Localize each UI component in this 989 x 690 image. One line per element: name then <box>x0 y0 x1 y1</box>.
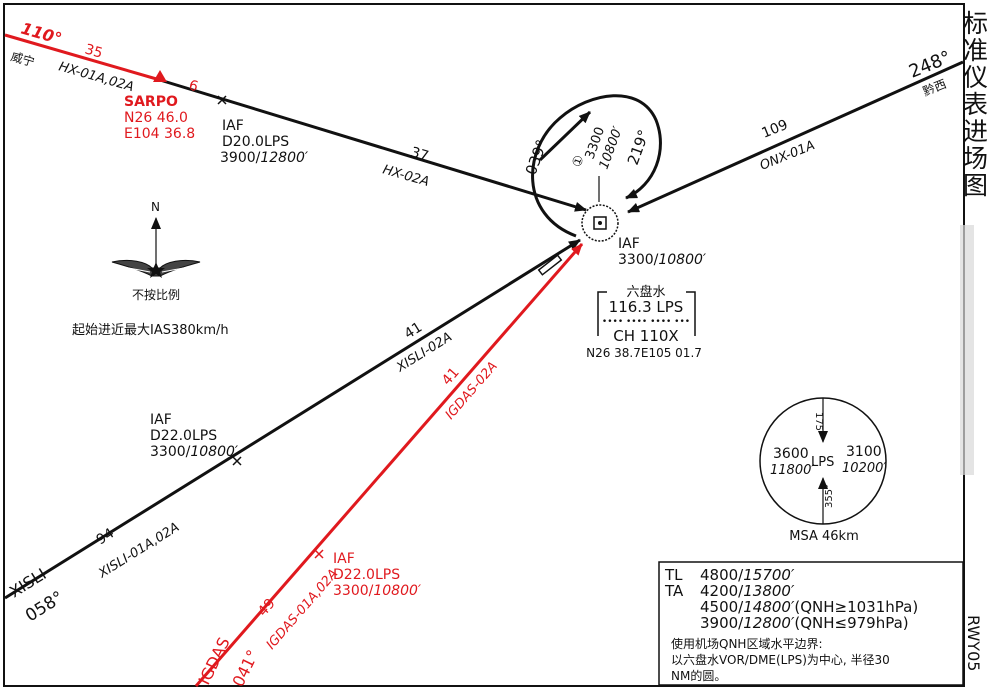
iaf-xisli-alt: 3300/10800′ <box>150 444 239 460</box>
scale-note: 不按比例 <box>132 288 180 302</box>
iaf-hx-label: IAF <box>222 118 244 134</box>
vor-center-dot <box>598 221 602 225</box>
hx-dist-iaf: 37 <box>409 144 431 164</box>
hx-dist-outer: 35 <box>83 41 105 61</box>
igdas-route-line <box>194 243 584 687</box>
xisli-route-line <box>4 238 581 600</box>
onx-route-name: ONX-01A <box>758 138 817 174</box>
hx-bearing: 110° <box>19 19 64 49</box>
holding-inbound-arrow <box>538 110 592 162</box>
iaf-xisli-cross-icon <box>232 456 242 466</box>
msa-right-ft: 10200′ <box>842 461 886 476</box>
chart-side-title: 标准仪表进场图 <box>960 10 989 199</box>
holding-pattern <box>531 94 662 238</box>
hx-route-line <box>159 78 587 212</box>
hx-town: 威宁 <box>9 48 36 69</box>
msa-center: LPS <box>811 455 834 470</box>
holding-turn-marker: ① <box>570 153 588 169</box>
iaf-hx-alt: 3900/12800′ <box>220 150 309 166</box>
qnh-note-1: 使用机场QNH区域水平边界: <box>671 636 823 651</box>
qnh-note-2: 以六盘水VOR/DME(LPS)为中心, 半径30 <box>671 652 890 667</box>
qnh-note-3: NM的圆。 <box>671 668 726 683</box>
transition-box <box>658 561 964 686</box>
ias-note: 起始进近最大IAS380km/h <box>72 323 229 338</box>
navaid-coordinate: N26 38.7E105 01.7 <box>586 346 702 360</box>
iaf-xisli-label: IAF <box>150 412 172 428</box>
ta-label: TA <box>664 582 684 600</box>
msa-right-alt: 3100 <box>846 444 882 460</box>
onx-dist: 109 <box>760 117 791 142</box>
navaid-morse: •••• •••• •••• ••• <box>602 317 690 327</box>
sarpo-triangle-icon <box>153 70 167 82</box>
holding-outbound-course: 219° <box>624 127 653 167</box>
sarpo-lon: E104 36.8 <box>124 126 195 142</box>
runway-label: RWY05 <box>964 615 983 671</box>
navaid-channel: CH 110X <box>613 327 678 345</box>
navaid-box-bracket-right <box>686 291 696 336</box>
msa-label: MSA 46km <box>789 529 858 544</box>
navaid-freq: 116.3 LPS <box>609 298 684 316</box>
holding-inbound-course: 039° <box>522 137 551 177</box>
navaid-name: 六盘水 <box>626 284 665 300</box>
iaf-igdas-label: IAF <box>333 551 355 567</box>
iaf-vor-label: IAF <box>618 236 640 252</box>
blurred-strip <box>960 225 974 475</box>
sarpo-lat: N26 46.0 <box>124 110 188 126</box>
tl-value: 4800/15700′ <box>700 566 795 584</box>
sarpo-name: SARPO <box>124 94 178 110</box>
iaf-hx-cross-icon <box>217 95 227 105</box>
igdas-bearing: 041° <box>229 647 263 690</box>
ta-value-2: 4500/14800′(QNH≥1031hPa) <box>700 598 918 616</box>
iaf-xisli-dme: D22.0LPS <box>150 428 217 444</box>
hx-route-name: HX-01A,02A <box>57 59 136 95</box>
hx-dist-inner: 6 <box>187 77 200 95</box>
vor-center-icon <box>593 216 607 230</box>
wings-emblem-icon <box>111 259 201 278</box>
onx-route-line <box>627 60 964 214</box>
iaf-hx-dme: D20.0LPS <box>222 134 289 150</box>
iaf-igdas-cross-icon <box>314 549 324 559</box>
iaf-igdas-alt: 3300/10800′ <box>333 583 422 599</box>
iaf-vor-alt: 3300/10800′ <box>618 252 707 268</box>
runway-symbol <box>537 254 563 276</box>
msa-left-alt: 3600 <box>773 446 809 462</box>
msa-left-ft: 11800′ <box>770 463 814 478</box>
tl-label: TL <box>664 566 683 584</box>
iaf-igdas-dme: D22.0LPS <box>333 567 400 583</box>
ta-value-1: 4200/13800′ <box>700 582 795 600</box>
north-label: N <box>151 200 160 214</box>
navaid-box-bracket-left <box>597 291 607 336</box>
ta-value-3: 3900/12800′(QNH≤979hPa) <box>700 614 909 632</box>
hx-route-name-2: HX-02A <box>381 162 431 190</box>
hx-route-red-segment <box>4 33 161 82</box>
igdas-fix-name: IGDAS <box>195 634 234 688</box>
msa-top-bearing: 175° <box>813 412 824 436</box>
msa-bottom-bearing: 355° <box>824 484 835 508</box>
